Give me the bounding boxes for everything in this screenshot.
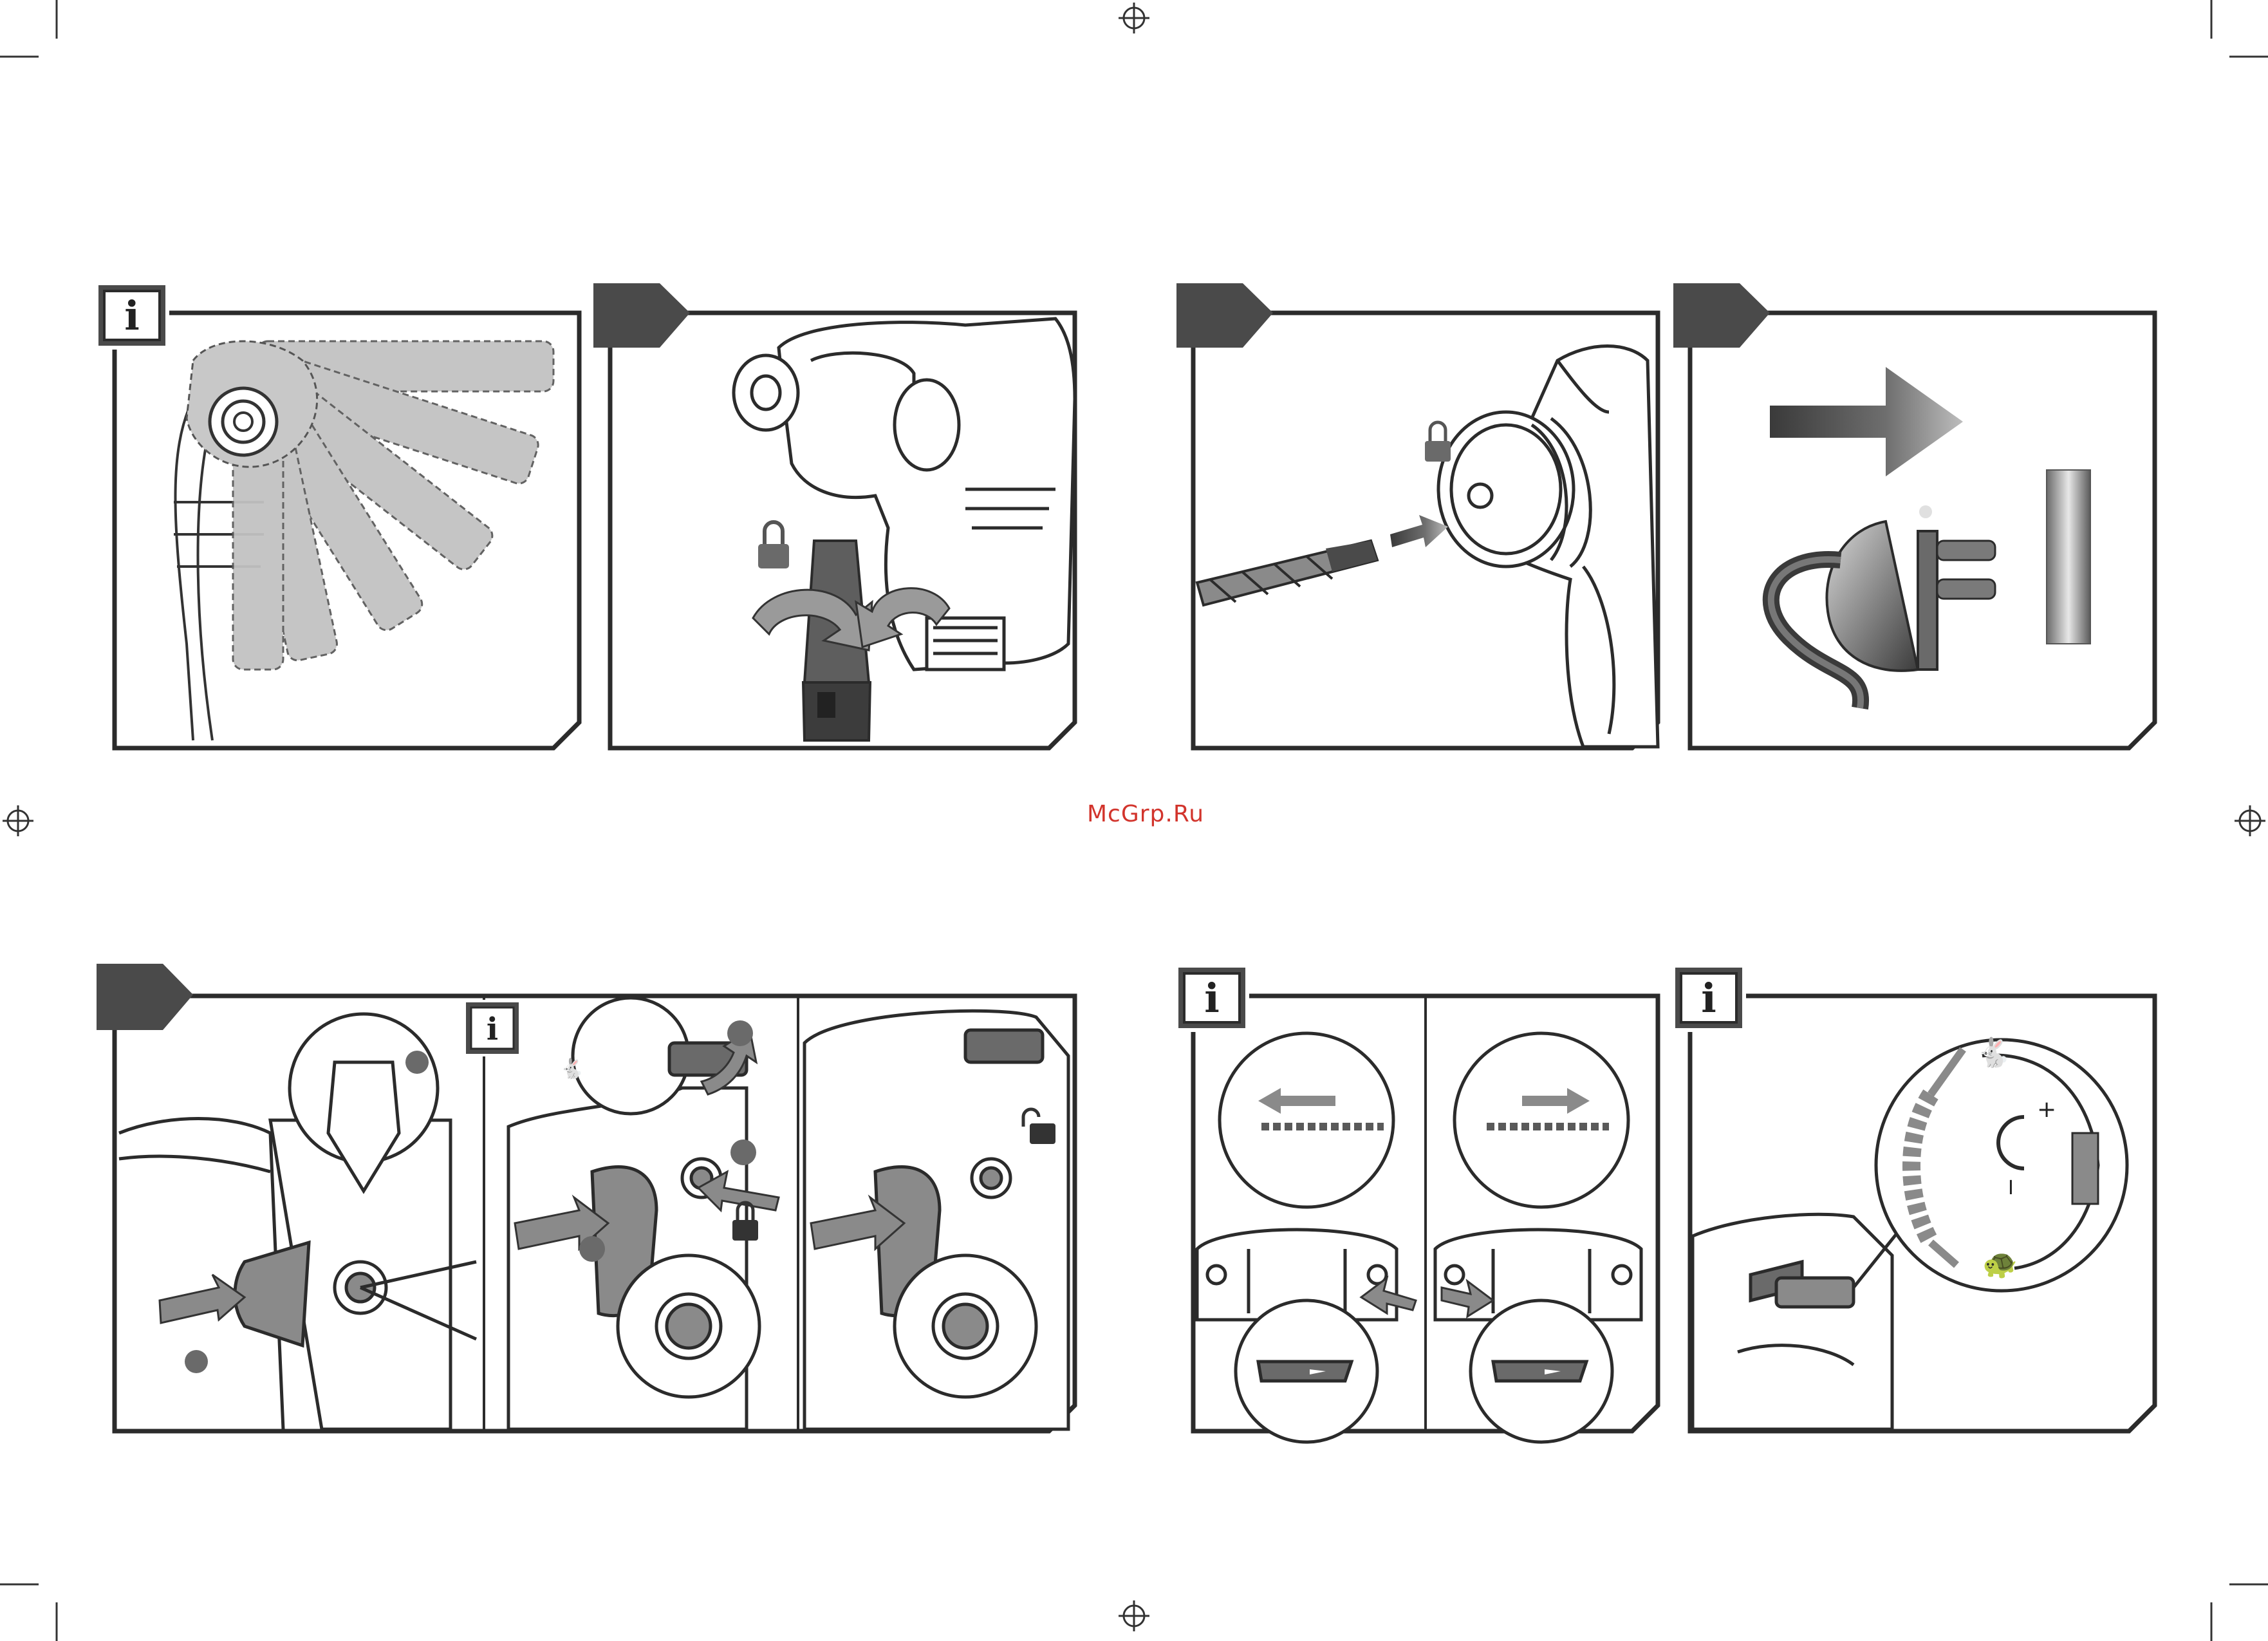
reverse-rotation <box>1220 1033 1393 1207</box>
info-icon: i <box>1701 975 1716 1022</box>
rabbit-icon: 🐇 <box>1976 1036 2011 1069</box>
speed-dial-zoom: + I 🐇 🐢 <box>1876 1036 2127 1291</box>
minus-label: I <box>2008 1177 2014 1199</box>
turtle-icon: 🐢 <box>1982 1248 2018 1280</box>
panel-switch-lock: i 🐇 <box>97 964 1075 1431</box>
rabbit-icon: 🐇 <box>560 1057 584 1080</box>
panel-auxiliary-handle <box>593 283 1075 748</box>
info-icon: i <box>1204 975 1220 1022</box>
info-icon: i <box>487 1011 498 1047</box>
plus-label: + <box>2037 1096 2056 1123</box>
subpanel-unlock <box>804 1011 1068 1429</box>
panel-rotation-direction: i <box>1176 966 1658 1442</box>
watermark-text: McGrp.Ru <box>1030 801 1261 827</box>
panel-handle-rotation: i <box>97 283 579 748</box>
wall-socket <box>2047 470 2090 644</box>
panel-plug-in <box>1673 283 2155 748</box>
panel-speed-control: i + I 🐇 🐢 <box>1673 966 2155 1431</box>
drill-body <box>1693 1214 1905 1429</box>
forward-rotation <box>1455 1033 1628 1207</box>
info-icon: i <box>124 292 140 339</box>
panel-insert-bit <box>1176 283 1658 748</box>
